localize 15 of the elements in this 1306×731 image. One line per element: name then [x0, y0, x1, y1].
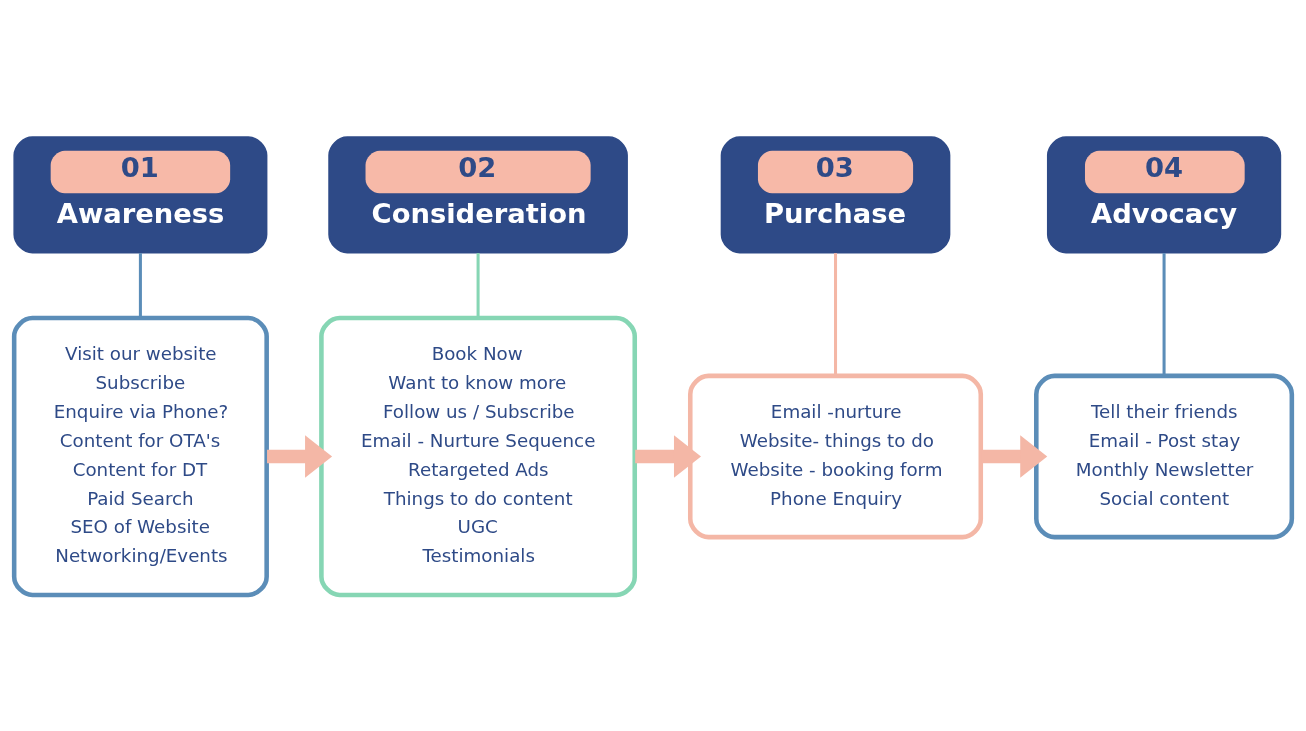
node-box: 02 Consideration	[328, 135, 628, 253]
node-box: Book Now Want to know more Follow us / Subscribe Email - Nurture Sequence Retargeted Ads Things to do content UGC Testimonials	[319, 315, 638, 597]
connector	[1162, 252, 1166, 376]
node-box: 03 Purchase	[720, 135, 951, 253]
node-box: Visit our website Subscribe Enquire via Phone? Content for OTA's Content for DT Paid Search SEO of Website Networking/Events	[11, 315, 269, 597]
connector	[476, 252, 480, 318]
arrow	[267, 434, 333, 478]
node-box: Tell their friends Email - Post stay Monthly Newsletter Social content	[1034, 373, 1295, 539]
connector	[138, 252, 142, 318]
connector	[834, 252, 838, 376]
arrow	[981, 434, 1048, 478]
node-box: 04 Advocacy	[1046, 135, 1282, 253]
arrow	[635, 434, 701, 478]
node-box: 01 Awareness	[13, 135, 268, 253]
node-box: Email -nurture Website- things to do Website - booking form Phone Enquiry	[688, 373, 984, 539]
